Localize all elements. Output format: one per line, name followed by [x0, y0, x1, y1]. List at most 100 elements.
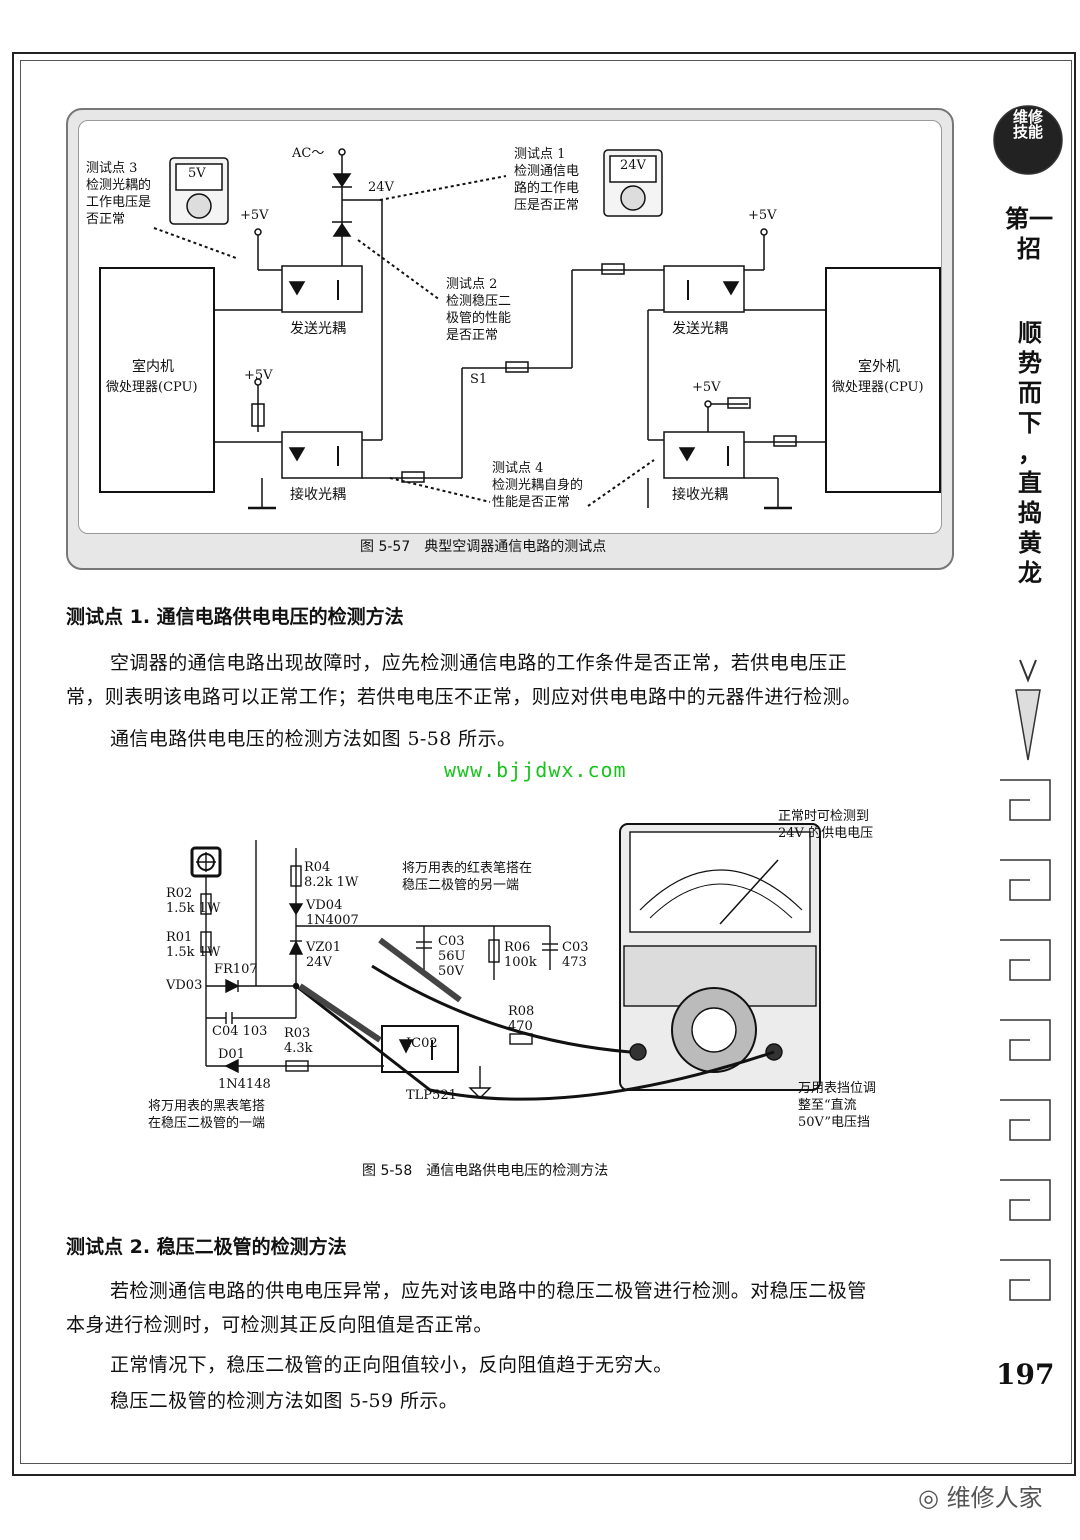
- figure-5-57: AC～ 24V +5V +5V +5V +5V S1 5V 24V 室内机 微处…: [66, 108, 954, 570]
- chapter-title: 第一招: [1005, 204, 1053, 263]
- outdoor-cpu-line2: 微处理器(CPU): [832, 380, 924, 395]
- tp1-line: 压是否正常: [514, 198, 580, 213]
- note-line: 24V 的供电电压: [778, 826, 874, 841]
- recv-coupler-label: 接收光耦: [290, 487, 346, 503]
- plus5v-label: +5V: [692, 380, 721, 395]
- vd04-label: VD04 1N4007: [306, 898, 359, 928]
- plus5v-label: +5V: [244, 368, 273, 383]
- watermark-text: 维修人家: [946, 1484, 1043, 1512]
- chapter-sidebar: 维修 技能 第一招: [990, 80, 1066, 1460]
- d01-label: D01 1N4148: [218, 1040, 271, 1100]
- label-line: VZ01: [306, 940, 341, 955]
- motto-char: 势: [1018, 348, 1042, 377]
- red-probe-note: 将万用表的红表笔搭在 稳压二极管的另一端: [402, 860, 532, 894]
- paragraph-line: 本身进行检测时，可检测其正反向阻值是否正常。: [66, 1314, 493, 1336]
- label-line: 100k: [504, 955, 537, 970]
- tp1-line: 路的工作电: [514, 181, 580, 196]
- label-line: 1N4148: [218, 1077, 271, 1092]
- section-1-heading: 测试点 1. 通信电路供电电压的检测方法: [66, 606, 404, 628]
- paragraph-line: 常，则表明该电路可以正常工作；若供电电压不正常，则应对供电电路中的元器件进行检测…: [66, 686, 862, 708]
- note-line: 正常时可检测到: [778, 809, 870, 824]
- paragraph-line: 空调器的通信电路出现故障时，应先检测通信电路的工作条件是否正常，若供电电压正: [110, 652, 848, 674]
- motto-char: 顺: [1018, 318, 1042, 347]
- normal-reading-note: 正常时可检测到 24V 的供电电压: [778, 808, 873, 842]
- label-line: R03: [284, 1026, 311, 1041]
- section-2-paragraph: 若检测通信电路的供电电压异常，应先对该电路中的稳压二极管进行检测。对稳压二极管 …: [66, 1274, 962, 1342]
- tp4-line: 检测光耦自身的: [492, 478, 584, 493]
- label-line: D01: [218, 1047, 245, 1062]
- note-line: 50V”电压挡: [798, 1115, 871, 1130]
- note-line: 万用表挡位调: [798, 1081, 877, 1096]
- note-line: 整至“直流: [798, 1098, 857, 1113]
- motto-char: 直: [1018, 468, 1042, 497]
- motto-char: 而: [1018, 378, 1042, 407]
- indoor-cpu-line1: 室内机: [132, 359, 174, 375]
- label-line: R06: [504, 940, 531, 955]
- section-2-heading: 测试点 2. 稳压二极管的检测方法: [66, 1236, 347, 1258]
- plus5v-label: +5V: [240, 208, 269, 223]
- tp4-line: 性能是否正常: [492, 495, 571, 510]
- c04-label: C04 103: [212, 1024, 268, 1039]
- label-line: C03: [438, 934, 465, 949]
- send-coupler-label: 发送光耦: [672, 321, 728, 337]
- figure-5-57-caption: 图 5-57 典型空调器通信电路的测试点: [360, 539, 607, 555]
- vz01-label: VZ01 24V: [306, 940, 341, 970]
- sidebar-decoration: [993, 105, 1063, 1301]
- section-1-paragraph-2: 通信电路供电电压的检测方法如图 5-58 所示。: [110, 728, 517, 750]
- r06-label: R06 100k: [504, 940, 537, 970]
- tp3-line: 测试点 3: [86, 161, 138, 176]
- plus5v-label: +5V: [748, 208, 777, 223]
- measurement-diagram-5-58: [190, 823, 821, 1101]
- website-url: www.bjjdwx.com: [444, 758, 627, 782]
- tp1-line: 检测通信电: [514, 164, 580, 179]
- range-setting-note: 万用表挡位调 整至“直流 50V”电压挡: [798, 1080, 876, 1131]
- label-line: 1N4007: [306, 913, 359, 928]
- figure-5-58: R02 1.5k 1W R01 1.5k 1W VD03 FR107 C04 1…: [130, 790, 900, 1179]
- fr107-label: FR107: [214, 962, 258, 977]
- r02-label: R02 1.5k 1W: [166, 886, 220, 916]
- c03b-label: C03 473: [562, 940, 589, 970]
- note-line: 稳压二极管的另一端: [402, 878, 520, 893]
- tp3-line: 检测光耦的: [86, 178, 152, 193]
- motto-char: 龙: [1018, 558, 1042, 587]
- c03a-label: C03 56U 50V: [438, 934, 466, 979]
- label-line: 56U: [438, 949, 466, 964]
- label-line: R08: [508, 1004, 535, 1019]
- r04-label: R04 8.2k 1W: [304, 860, 358, 890]
- label-line: 24V: [306, 955, 332, 970]
- r01-label: R01 1.5k 1W: [166, 930, 220, 960]
- chapter-motto: 顺 势 而 下 ， 直 捣 黄 龙: [1012, 318, 1048, 588]
- meter1-reading: 5V: [188, 166, 206, 181]
- section-2-paragraph-3: 稳压二极管的检测方法如图 5-59 所示。: [110, 1390, 459, 1412]
- note-line: 将万用表的红表笔搭在: [402, 861, 533, 876]
- watermark: ◎ 维修人家: [918, 1478, 1043, 1513]
- black-probe-note: 将万用表的黑表笔搭 在稳压二极管的一端: [148, 1098, 265, 1132]
- s1-label: S1: [470, 372, 488, 387]
- tp2-line: 检测稳压二: [446, 294, 512, 309]
- tp3-line: 工作电压是: [86, 195, 152, 210]
- label-line: 4.3k: [284, 1041, 313, 1056]
- label-line: VD04: [306, 898, 343, 913]
- circuit-diagram-5-57: [99, 148, 941, 510]
- label-line: 8.2k 1W: [304, 875, 359, 890]
- ic02-label: IC02 TLP521: [406, 1018, 457, 1122]
- label-line: R04: [304, 860, 331, 875]
- test-point-2-note: 测试点 2 检测稳压二 极管的性能 是否正常: [446, 276, 511, 344]
- motto-char: ，: [1018, 438, 1042, 467]
- badge-char: 修: [1028, 108, 1044, 126]
- label-line: 1.5k 1W: [166, 945, 221, 960]
- tp1-line: 测试点 1: [514, 147, 566, 162]
- badge-char: 技: [1012, 123, 1028, 141]
- section-1-paragraph: 空调器的通信电路出现故障时，应先检测通信电路的工作条件是否正常，若供电电压正 常…: [66, 646, 962, 714]
- send-coupler-label: 发送光耦: [290, 321, 346, 337]
- ac-label: AC～: [292, 146, 325, 161]
- r03-label: R03 4.3k: [284, 1026, 313, 1056]
- recv-coupler-label: 接收光耦: [672, 487, 728, 503]
- badge-char: 能: [1028, 123, 1044, 141]
- r08-label: R08 470: [508, 1004, 534, 1034]
- tp4-line: 测试点 4: [492, 461, 544, 476]
- label-line: 470: [508, 1019, 533, 1034]
- wechat-icon: ◎: [918, 1484, 947, 1512]
- label-line: R02: [166, 886, 193, 901]
- figure-5-58-caption: 图 5-58 通信电路供电电压的检测方法: [362, 1163, 609, 1179]
